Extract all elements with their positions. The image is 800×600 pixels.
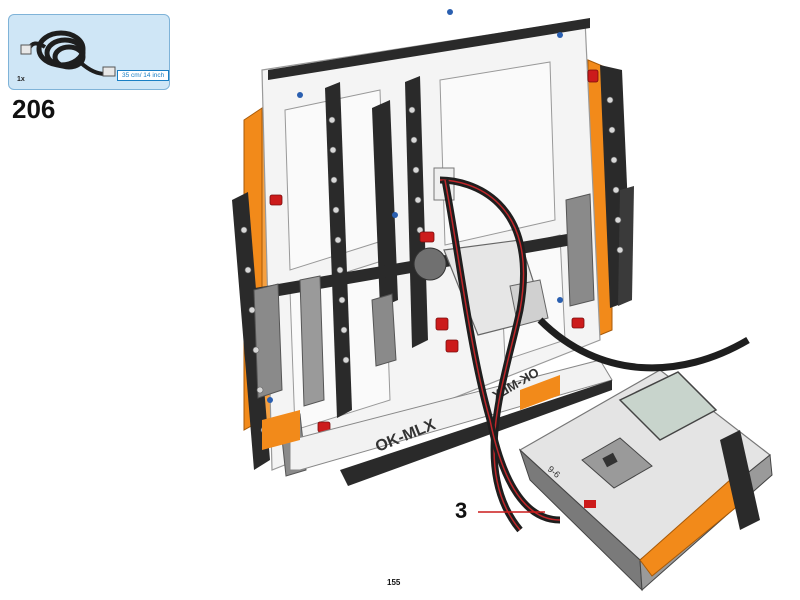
orange-beam-bottom-right (520, 375, 560, 410)
port-callout-number: 3 (455, 498, 468, 523)
step-number: 206 (12, 94, 56, 124)
inner-frame-2 (439, 61, 556, 246)
black-beam-center (372, 100, 398, 308)
cable-icon (20, 30, 116, 77)
black-beam-top (268, 18, 590, 80)
page-number: 155 (387, 578, 401, 587)
gray-gear (413, 247, 447, 281)
ev3-lego-logo (584, 500, 596, 508)
ev3-center-button (602, 452, 618, 468)
part-quantity: 1x (17, 76, 25, 83)
gray-liftarm-2 (299, 275, 325, 407)
cable-length-label: 35 cm/ 14 inch (117, 70, 170, 81)
cable-right (537, 317, 750, 372)
parts-list-box: 1x 35 cm/ 14 inch (8, 14, 170, 90)
orange-beam-bottom-left (262, 410, 300, 450)
base-beam-shadow (340, 380, 612, 486)
red-connectors (269, 69, 599, 433)
gray-liftarm-4 (371, 293, 397, 367)
ev3-buttons (581, 437, 653, 489)
cable-secondary-stripe (444, 179, 561, 521)
beam-holes (240, 96, 624, 434)
black-beam-right-2 (618, 186, 634, 306)
cable-main-stripe (439, 179, 525, 531)
ev3-black-beam (720, 430, 760, 530)
blue-pins (267, 9, 563, 403)
black-beam-center-left (325, 82, 352, 418)
black-beam-center-right (405, 76, 428, 348)
gray-liftarm-1 (253, 283, 283, 399)
black-beam-left (232, 192, 270, 470)
ev3-screen (618, 371, 718, 441)
gray-liftarm-3 (565, 193, 595, 307)
